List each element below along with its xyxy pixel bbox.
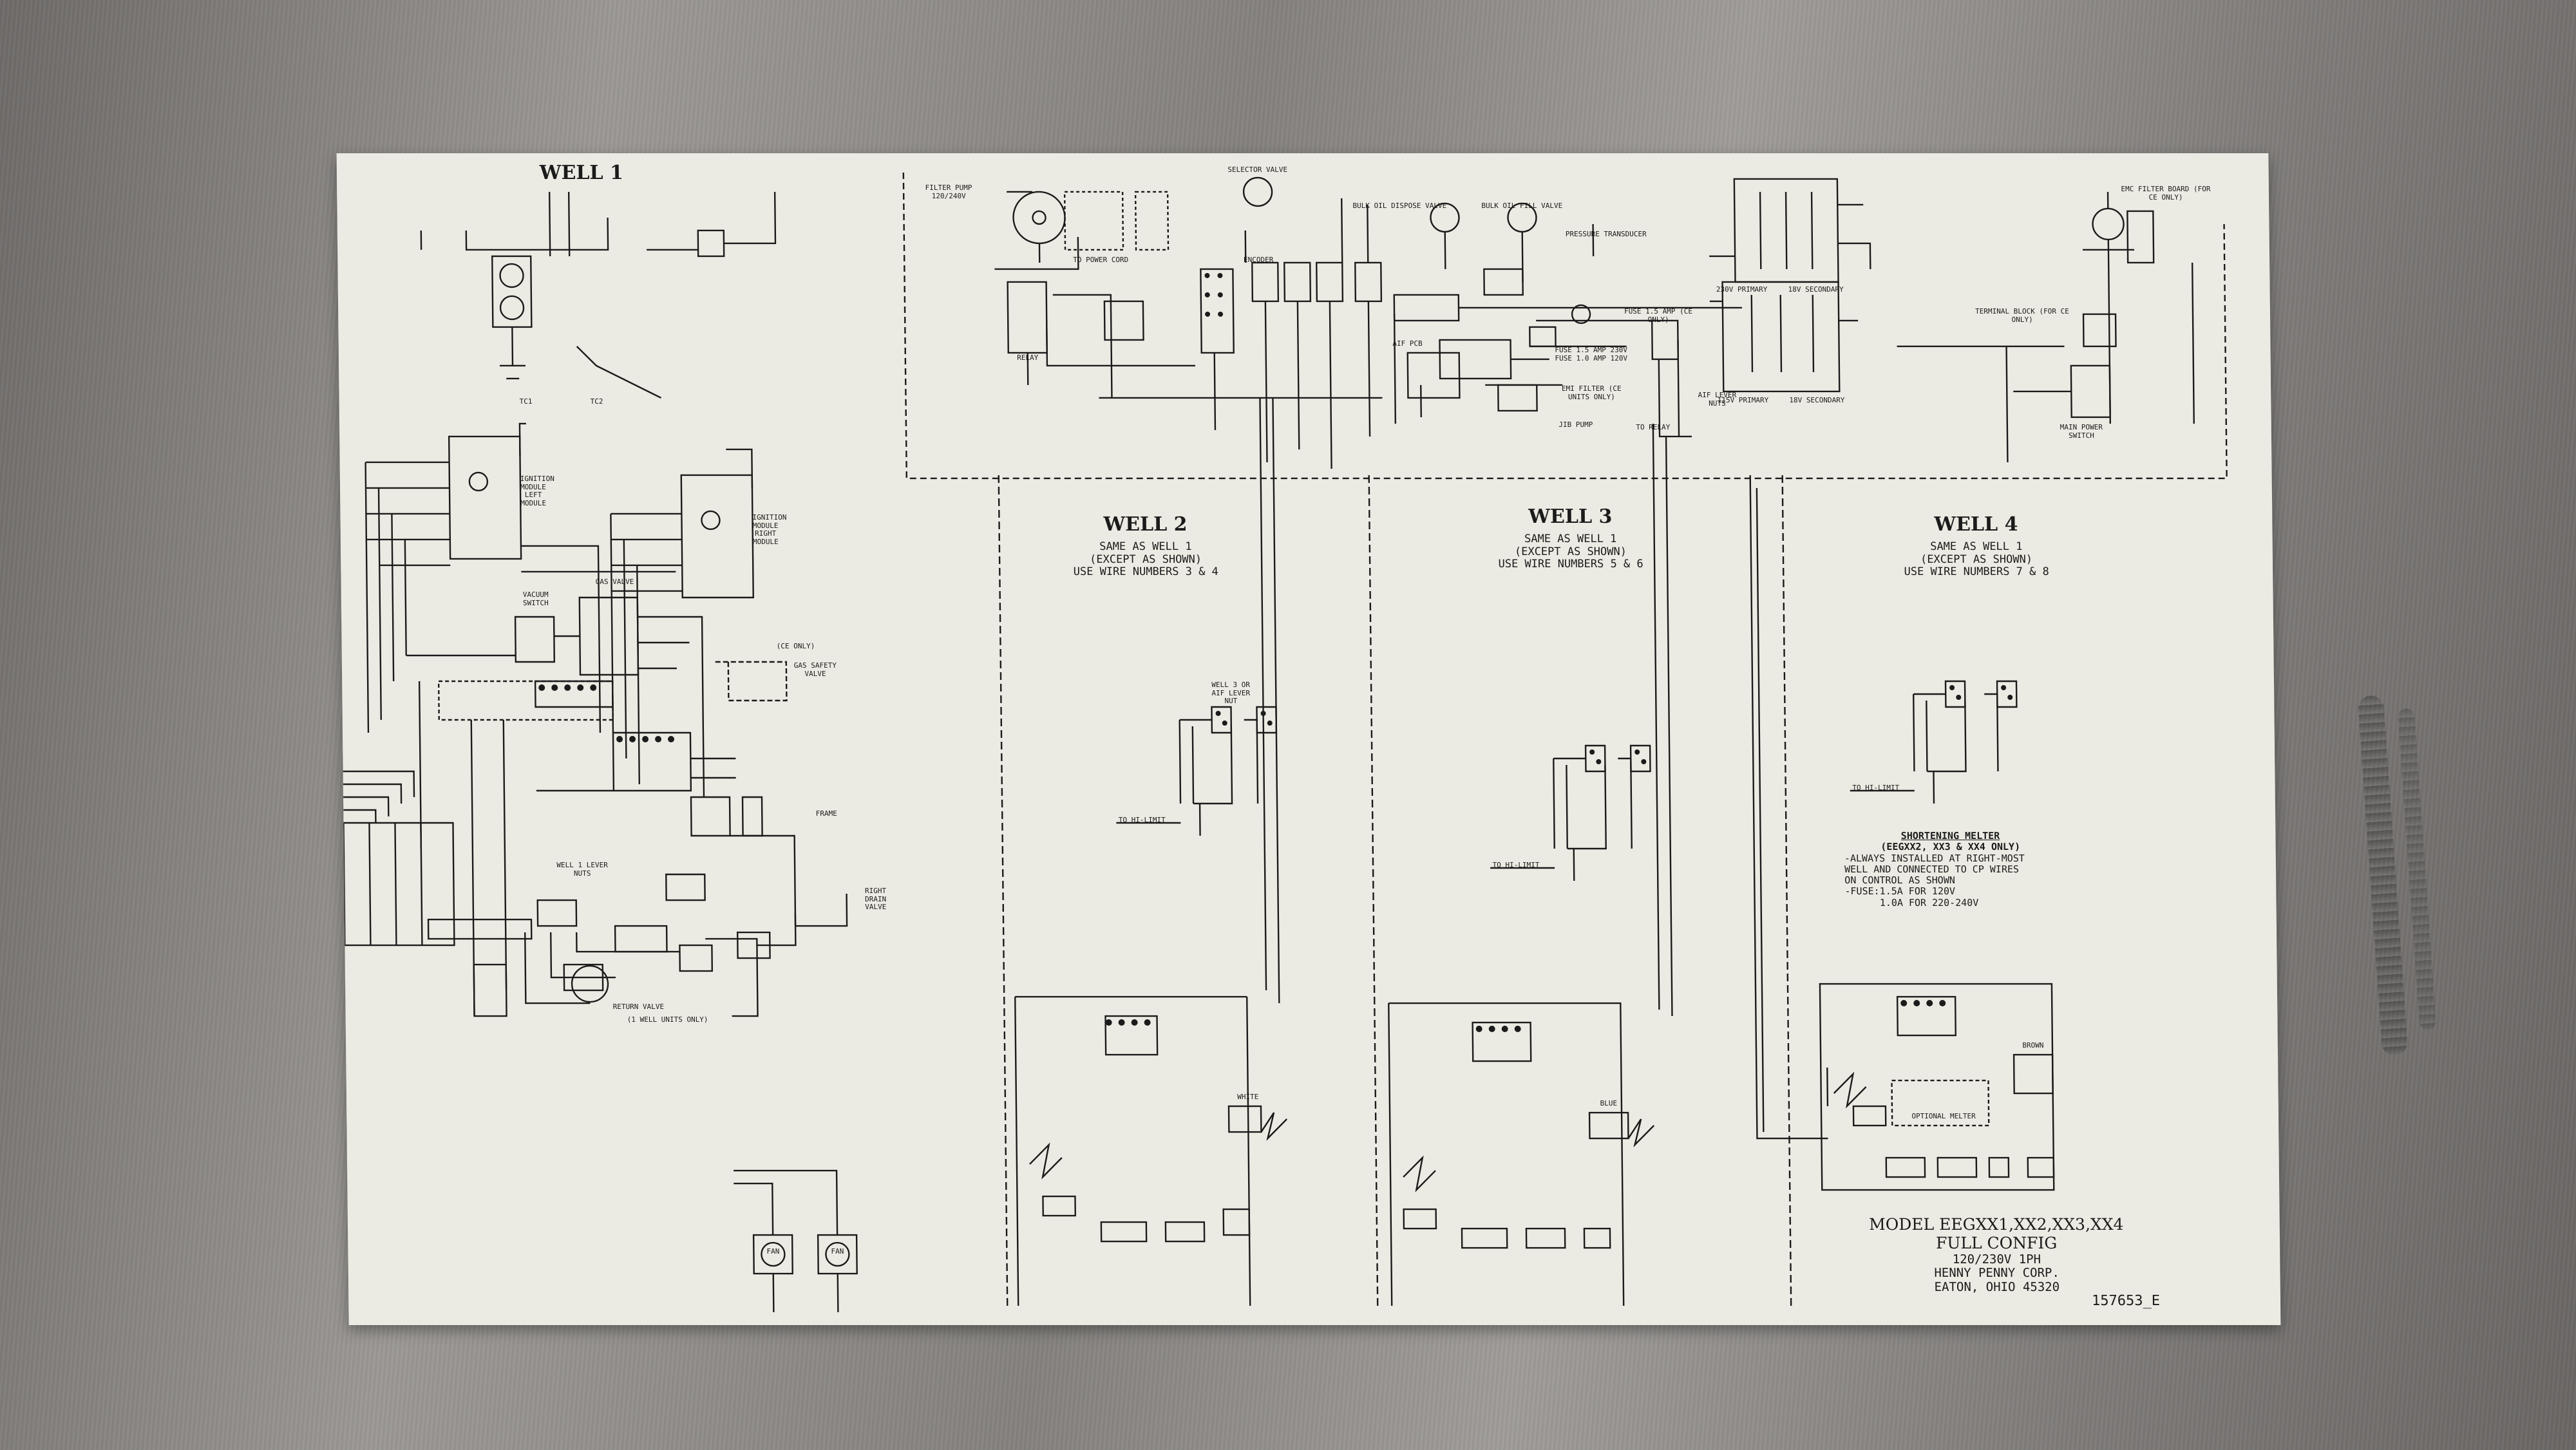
shortening-melter-note: SHORTENING MELTER (EEGXX2, XX3 & XX4 ONL… <box>1844 830 2057 909</box>
filter-pump-text: FILTER PUMP <box>925 183 972 192</box>
title-block: MODEL EEGXX1,XX2,XX3,XX4 FULL CONFIG 120… <box>1855 1215 2139 1295</box>
encoder-label: ENCODER <box>1243 255 1274 264</box>
terminal-block-label: TERMINAL BLOCK (FOR CE ONLY) <box>1975 306 2069 324</box>
well-1-title: WELL 1 <box>539 161 624 184</box>
well-3-note: SAME AS WELL 1 (EXCEPT AS SHOWN) USE WIR… <box>1461 532 1681 571</box>
shortening-melter-line: -FUSE:1.5A FOR 120V <box>1844 885 1956 898</box>
relay-label: RELAY <box>1017 353 1039 362</box>
shortening-melter-line: WELL AND CONNECTED TO CP WIRES <box>1844 863 2020 875</box>
bulk-oil-fill-label: BULK OIL FILL VALVE <box>1481 201 1563 210</box>
fan-label-right: FAN <box>831 1247 844 1256</box>
emi-filter-label: EMI FILTER (CE UNITS ONLY) <box>1561 384 1622 401</box>
optional-melter-label: OPTIONAL MELTER <box>1911 1112 1976 1121</box>
tc2-label: TC2 <box>590 397 603 406</box>
well-2-note-line: (EXCEPT AS SHOWN) <box>1089 552 1202 566</box>
emc-filter-label: EMC FILTER BOARD (FOR CE ONLY) <box>2121 184 2211 202</box>
well-3-title: WELL 3 <box>1528 505 1613 528</box>
well-4-note-line: SAME AS WELL 1 <box>1930 540 2023 553</box>
part-number: 157653_E <box>2091 1293 2161 1310</box>
well-4-note-line: USE WIRE NUMBERS 7 & 8 <box>1904 565 2049 579</box>
well-3-blue-label: BLUE <box>1600 1099 1618 1108</box>
company-line: HENNY PENNY CORP. <box>1934 1266 2060 1281</box>
filter-pump-voltage: 120/240V <box>931 191 966 200</box>
well-3-note-line: SAME AS WELL 1 <box>1524 532 1617 545</box>
well-2-hi-limit-label: TO HI-LIMIT <box>1118 816 1166 825</box>
bulk-oil-dispose-label: BULK OIL DISPOSE VALVE <box>1352 201 1447 210</box>
well-2-title: WELL 2 <box>1103 513 1188 536</box>
well-3-note-line: USE WIRE NUMBERS 5 & 6 <box>1498 558 1643 571</box>
aif-pcb-label: AIF PCB <box>1392 339 1423 348</box>
ignition-right-label: IGNITION MODULE RIGHT MODULE <box>752 513 787 546</box>
jib-pump-label: JIB PUMP <box>1558 420 1593 429</box>
selector-valve-label: SELECTOR VALVE <box>1227 165 1288 174</box>
wiring-diagram-drawing <box>343 172 2228 1313</box>
return-valve-note: (1 WELL UNITS ONLY) <box>627 1015 708 1024</box>
transformer-18v-b-label: 18V SECONDARY <box>1789 395 1845 404</box>
well-4-note-line: (EXCEPT AS SHOWN) <box>1920 552 2033 566</box>
well-3-hi-limit-label: TO HI-LIMIT <box>1492 861 1540 870</box>
tc1-label: TC1 <box>519 397 533 406</box>
shortening-melter-title: SHORTENING MELTER <box>1900 830 2000 842</box>
pressure-transducer-label: PRESSURE TRANSDUCER <box>1565 229 1647 238</box>
main-power-switch-label: MAIN POWER SWITCH <box>2060 422 2103 440</box>
well-4-note: SAME AS WELL 1 (EXCEPT AS SHOWN) USE WIR… <box>1867 540 2087 579</box>
fuse-15-label: FUSE 1.5 AMP (CE ONLY) <box>1624 306 1693 324</box>
filter-pump-label: FILTER PUMP 120/240V <box>910 184 987 200</box>
power-line: 120/230V 1PH <box>1952 1252 2041 1266</box>
gas-valve-label: GAS VALVE <box>595 577 634 586</box>
wiring-diagram-label: WELL 1 WELL 2 WELL 3 WELL 4 SAME AS WELL… <box>336 153 2281 1326</box>
well-2-note: SAME AS WELL 1 (EXCEPT AS SHOWN) USE WIR… <box>1036 540 1256 579</box>
return-valve-label: RETURN VALVE <box>612 1003 665 1012</box>
to-relay-label: TO RELAY <box>1636 422 1671 431</box>
shortening-melter-line: ON CONTROL AS SHOWN <box>1844 874 1955 887</box>
to-power-cord-label: TO POWER CORD <box>1073 255 1129 264</box>
ce-only-label: (CE ONLY) <box>776 641 815 650</box>
fuse-label: FUSE 1.5 AMP 230V FUSE 1.0 AMP 120V <box>1555 345 1628 362</box>
well-2-note-line: USE WIRE NUMBERS 3 & 4 <box>1073 565 1218 579</box>
model-line: MODEL EEGXX1,XX2,XX3,XX4 <box>1869 1215 2124 1234</box>
transformer-18v-label: 18V SECONDARY <box>1788 285 1844 294</box>
well-2-white-label: WHITE <box>1237 1093 1259 1102</box>
frame-label: FRAME <box>815 809 837 818</box>
config-line: FULL CONFIG <box>1935 1233 2058 1252</box>
shortening-melter-line: 1.0A FOR 220-240V <box>1844 896 1979 909</box>
right-drain-valve-label: RIGHT DRAIN VALVE <box>864 887 887 912</box>
shortening-melter-line: -ALWAYS INSTALLED AT RIGHT-MOST <box>1844 852 2025 864</box>
well-3-note-line: (EXCEPT AS SHOWN) <box>1514 545 1627 558</box>
well-2-lever-nut-label: WELL 3 OR AIF LEVER NUT <box>1211 680 1251 706</box>
well-4-hi-limit-label: TO HI-LIMIT <box>1852 784 1900 793</box>
well-4-title: WELL 4 <box>1934 513 2018 536</box>
well-4-brown-label: BROWN <box>2022 1041 2044 1050</box>
transformer-230v-label: 230V PRIMARY <box>1716 285 1768 294</box>
well-1-lever-nuts-label: WELL 1 LEVER NUTS <box>556 861 608 878</box>
vacuum-switch-label: VACUUM SWITCH <box>522 590 549 607</box>
ignition-left-label: IGNITION MODULE LEFT MODULE <box>520 474 554 507</box>
gas-safety-valve-label: GAS SAFETY VALVE <box>793 661 837 678</box>
fan-label-left: FAN <box>766 1247 780 1256</box>
well-2-note-line: SAME AS WELL 1 <box>1099 540 1192 553</box>
shortening-melter-subtitle: (EEGXX2, XX3 & XX4 ONLY) <box>1880 841 2021 853</box>
aif-lever-nuts-label: AIF LEVER NUTS <box>1698 390 1737 408</box>
